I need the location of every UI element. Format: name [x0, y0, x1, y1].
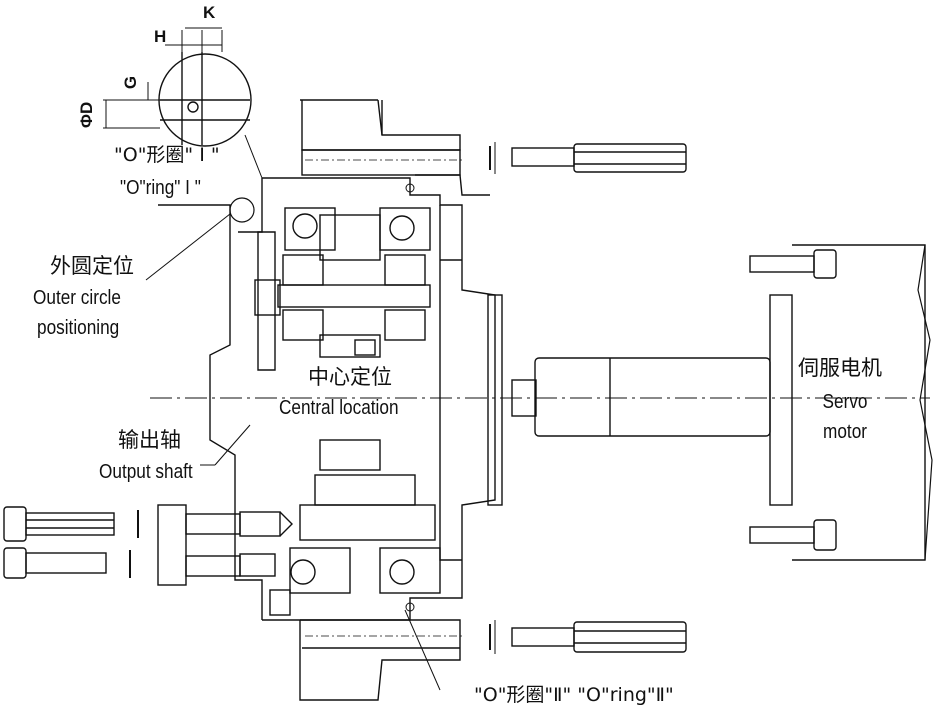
- outer-circle-label-cn: 外圆定位: [50, 254, 134, 278]
- leader-lines: [145, 134, 441, 691]
- servo-motor-label-en-2: motor: [823, 421, 867, 443]
- dim-h: H: [154, 27, 167, 46]
- output-bolts: [3, 504, 293, 586]
- locator-circle: [229, 197, 255, 223]
- upper-bearings: [282, 207, 431, 358]
- dim-k: K: [203, 3, 216, 22]
- output-shaft-label-cn: 输出轴: [118, 428, 181, 452]
- oring-1-label-cn: "O"形圈" I ": [114, 144, 220, 166]
- servo-motor-label-en-1: Servo: [822, 391, 868, 413]
- central-location-label-en: Central location: [279, 397, 399, 419]
- oring-1-label-en: "O"ring" I ": [120, 177, 201, 199]
- input-shaft: [254, 231, 431, 371]
- top-bolt: [489, 142, 687, 174]
- outer-circle-label-en-1: Outer circle: [33, 287, 121, 309]
- servo-motor-label-cn: 伺服电机: [798, 356, 882, 380]
- servo-motor: [511, 244, 933, 561]
- dimension-lines: [103, 27, 223, 129]
- output-shaft-label-en: Output shaft: [99, 461, 193, 483]
- dim-d: ΦD: [77, 101, 96, 128]
- oring-2-label: "O"形圈"Ⅱ" "O"ring"Ⅱ": [474, 684, 674, 706]
- detail-circle: [158, 52, 252, 147]
- bottom-bolt: [489, 620, 687, 654]
- dim-g: G: [121, 75, 141, 90]
- bottom-flange: [299, 619, 462, 701]
- outer-circle-label-en-2: positioning: [37, 317, 120, 339]
- lower-bearings: [269, 439, 441, 616]
- central-location-label-cn: 中心定位: [308, 365, 392, 389]
- top-flange: [300, 99, 490, 196]
